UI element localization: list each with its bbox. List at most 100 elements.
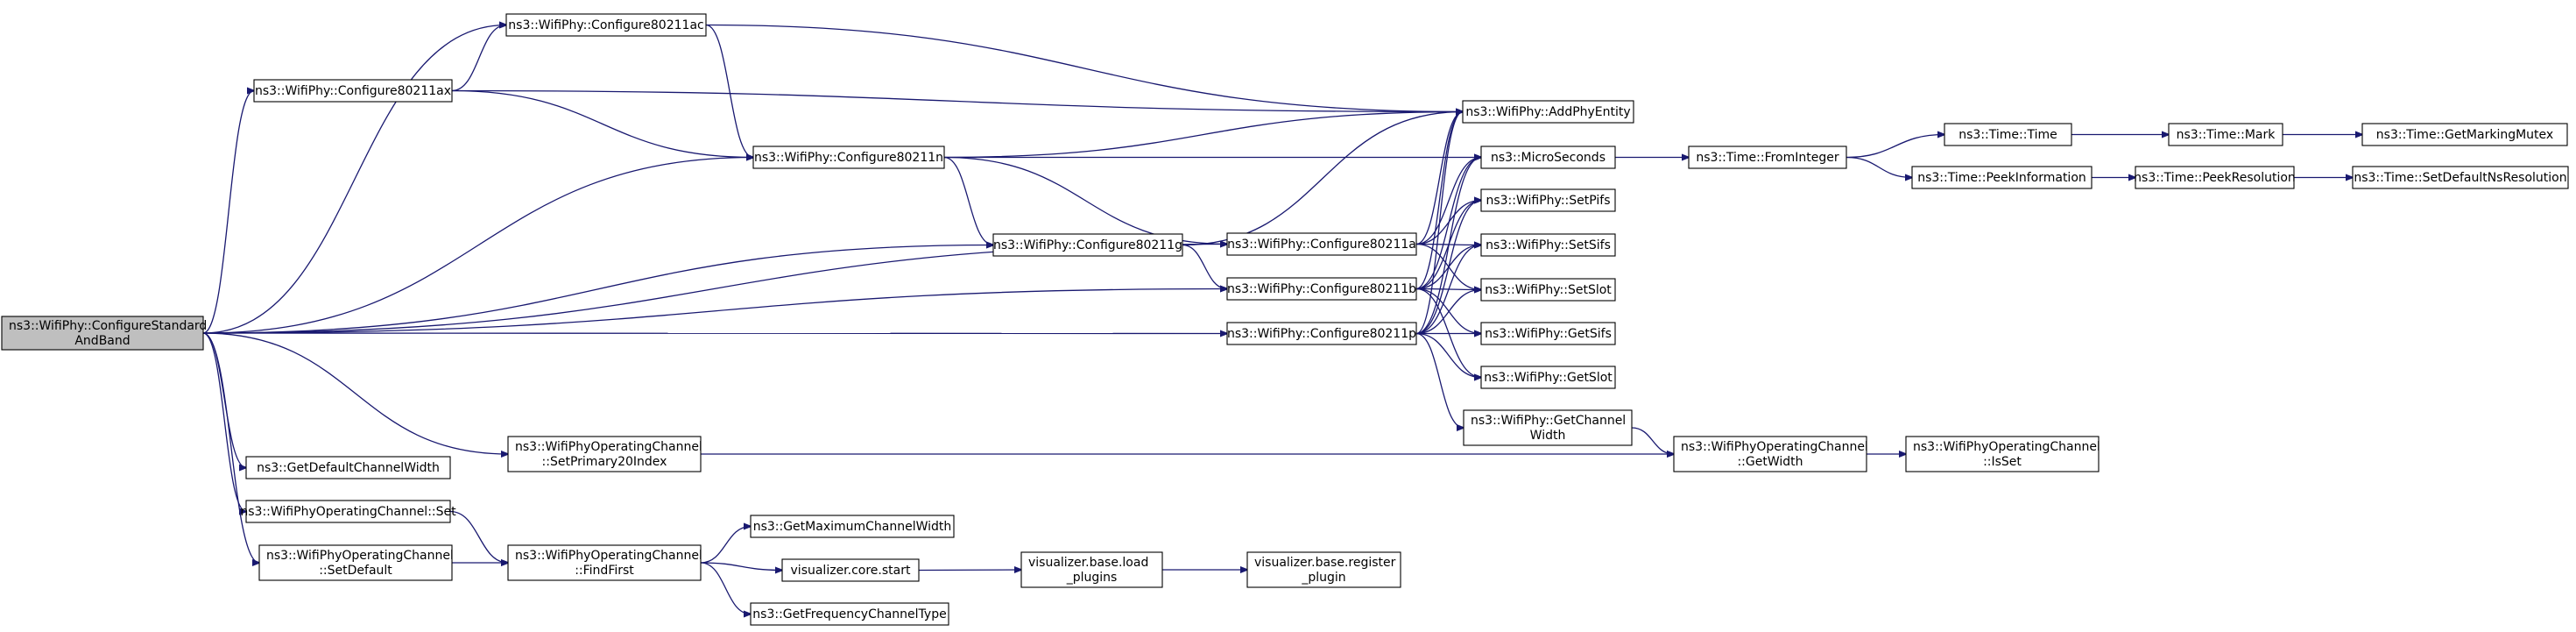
node-c11p[interactable]: ns3::WifiPhy::Configure80211p: [1226, 322, 1417, 345]
node-box: [752, 146, 945, 169]
node-c11ac[interactable]: ns3::WifiPhy::Configure80211ac: [505, 13, 707, 37]
node-box: [245, 456, 451, 479]
edge-c11n-to-c11a: [943, 156, 1227, 245]
node-label: ns3::Time::Time: [1958, 128, 2057, 142]
node-setslot[interactable]: ns3::WifiPhy::SetSlot: [1480, 278, 1616, 302]
edge-findfirst-to-getfct: [700, 562, 751, 614]
node-opsetdef[interactable]: ns3::WifiPhyOperatingChannel::SetDefault: [258, 544, 454, 581]
node-box: [1226, 322, 1417, 345]
edge-c11p-to-addphy: [1415, 112, 1463, 335]
node-box: [1226, 277, 1417, 301]
node-peekinfo[interactable]: ns3::Time::PeekInformation: [1911, 166, 2093, 189]
node-box: [1480, 233, 1616, 257]
node-box: [2352, 166, 2569, 189]
node-getmaxcw[interactable]: ns3::GetMaximumChannelWidth: [750, 515, 955, 538]
node-peekres[interactable]: ns3::Time::PeekResolution: [2134, 166, 2296, 189]
node-c11g[interactable]: ns3::WifiPhy::Configure80211g: [992, 233, 1183, 257]
node-label: ns3::WifiPhyOperatingChannel::Set: [240, 505, 456, 519]
node-loadplug[interactable]: visualizer.base.load_plugins: [1020, 551, 1163, 588]
node-mutex[interactable]: ns3::Time::GetMarkingMutex: [2361, 123, 2568, 146]
edge-getchw-to-opgetw: [1631, 427, 1674, 454]
node-time[interactable]: ns3::Time::Time: [1944, 123, 2072, 146]
node-box: [258, 544, 453, 581]
node-getsifs[interactable]: ns3::WifiPhy::GetSifs: [1480, 322, 1616, 345]
edge-c11b-to-micro: [1415, 158, 1481, 290]
node-label: ns3::WifiPhy::GetSlot: [1484, 371, 1613, 385]
node-findfirst[interactable]: ns3::WifiPhyOperatingChannel::FindFirst: [507, 544, 702, 581]
edge-c11ax-to-c11n: [451, 89, 753, 158]
node-box: [1673, 436, 1867, 472]
node-box: [1911, 166, 2093, 189]
node-box: [1480, 188, 1616, 212]
node-addphy[interactable]: ns3::WifiPhy::AddPhyEntity: [1462, 100, 1634, 124]
node-label: ns3::WifiPhyOperatingChannel: [515, 440, 702, 454]
edge-root-to-c11g: [202, 245, 993, 334]
node-label: ::FindFirst: [575, 564, 634, 578]
node-box: [1480, 366, 1616, 389]
node-c11n[interactable]: ns3::WifiPhy::Configure80211n: [752, 146, 945, 169]
edge-c11g-to-addphy: [1182, 112, 1463, 246]
node-c11b[interactable]: ns3::WifiPhy::Configure80211b: [1226, 277, 1417, 301]
node-opset[interactable]: ns3::WifiPhyOperatingChannel::Set: [240, 500, 456, 523]
edge-root-to-c11n: [202, 158, 753, 334]
node-box: [245, 500, 451, 523]
node-setpifs[interactable]: ns3::WifiPhy::SetPifs: [1480, 188, 1616, 212]
node-box: [1688, 146, 1847, 169]
node-box: [750, 515, 955, 538]
node-label: ns3::WifiPhy::GetChannel: [1471, 414, 1626, 428]
node-box: [1905, 436, 2100, 472]
node-box: [2135, 166, 2295, 189]
node-box: [1, 316, 204, 351]
node-setdefres[interactable]: ns3::Time::SetDefaultNsResolution: [2352, 166, 2569, 189]
node-setsifs[interactable]: ns3::WifiPhy::SetSifs: [1480, 233, 1616, 257]
edge-vizstart-to-loadplug: [918, 570, 1021, 571]
node-setp20[interactable]: ns3::WifiPhyOperatingChannel::SetPrimary…: [507, 436, 702, 472]
edge-root-to-opsetdef: [202, 332, 259, 563]
edge-c11n-to-addphy: [943, 112, 1463, 159]
node-box: [1480, 278, 1616, 302]
node-label: AndBand: [74, 334, 130, 348]
edge-root-to-c11ac: [202, 25, 506, 334]
edge-c11ac-to-addphy: [705, 24, 1463, 112]
node-mark[interactable]: ns3::Time::Mark: [2168, 123, 2283, 146]
node-box: [1462, 100, 1634, 124]
node-vizstart[interactable]: visualizer.core.start: [781, 558, 920, 582]
node-regplug[interactable]: visualizer.base.register_plugin: [1246, 551, 1401, 588]
node-label: ns3::WifiPhy::Configure80211ax: [255, 84, 451, 98]
node-fromint[interactable]: ns3::Time::FromInteger: [1688, 146, 1847, 169]
node-label: Width: [1530, 429, 1566, 443]
node-c11a[interactable]: ns3::WifiPhy::Configure80211a: [1226, 232, 1417, 256]
node-label: ::SetDefault: [319, 564, 392, 578]
node-label: ns3::WifiPhyOperatingChannel: [266, 549, 454, 563]
node-label: visualizer.base.load: [1028, 556, 1148, 570]
node-micro[interactable]: ns3::MicroSeconds: [1480, 146, 1616, 169]
edge-findfirst-to-getmaxcw: [700, 527, 751, 564]
node-label: ::GetWidth: [1737, 455, 1803, 469]
edge-c11ax-to-c11ac: [451, 25, 506, 92]
node-label: ns3::GetFrequencyChannelType: [752, 607, 946, 621]
node-opisset[interactable]: ns3::WifiPhyOperatingChannel::IsSet: [1905, 436, 2100, 472]
node-label: ns3::WifiPhy::Configure80211ac: [508, 18, 703, 32]
node-opgetw[interactable]: ns3::WifiPhyOperatingChannel::GetWidth: [1673, 436, 1868, 472]
node-label: ns3::WifiPhy::Configure80211n: [754, 151, 943, 165]
edge-c11p-to-getslot: [1415, 332, 1481, 378]
node-box: [1463, 409, 1633, 446]
edge-root-to-setp20: [202, 332, 508, 454]
node-label: visualizer.core.start: [791, 564, 911, 578]
node-getdefcw[interactable]: ns3::GetDefaultChannelWidth: [245, 456, 451, 479]
node-label: _plugins: [1066, 571, 1118, 585]
node-getfct[interactable]: ns3::GetFrequencyChannelType: [750, 602, 949, 626]
node-getslot[interactable]: ns3::WifiPhy::GetSlot: [1480, 366, 1616, 389]
edge-c11g-to-c11b: [1182, 244, 1227, 289]
node-box: [1246, 551, 1401, 588]
edge-c11p-to-micro: [1415, 158, 1481, 335]
node-label: ns3::WifiPhy::Configure80211g: [993, 238, 1182, 252]
node-label: ns3::Time::GetMarkingMutex: [2376, 128, 2553, 142]
node-label: ns3::Time::PeekInformation: [1917, 171, 2086, 185]
node-c11ax[interactable]: ns3::WifiPhy::Configure80211ax: [253, 79, 453, 103]
node-box: [505, 13, 707, 37]
node-label: ns3::WifiPhy::Configure80211b: [1227, 282, 1416, 296]
